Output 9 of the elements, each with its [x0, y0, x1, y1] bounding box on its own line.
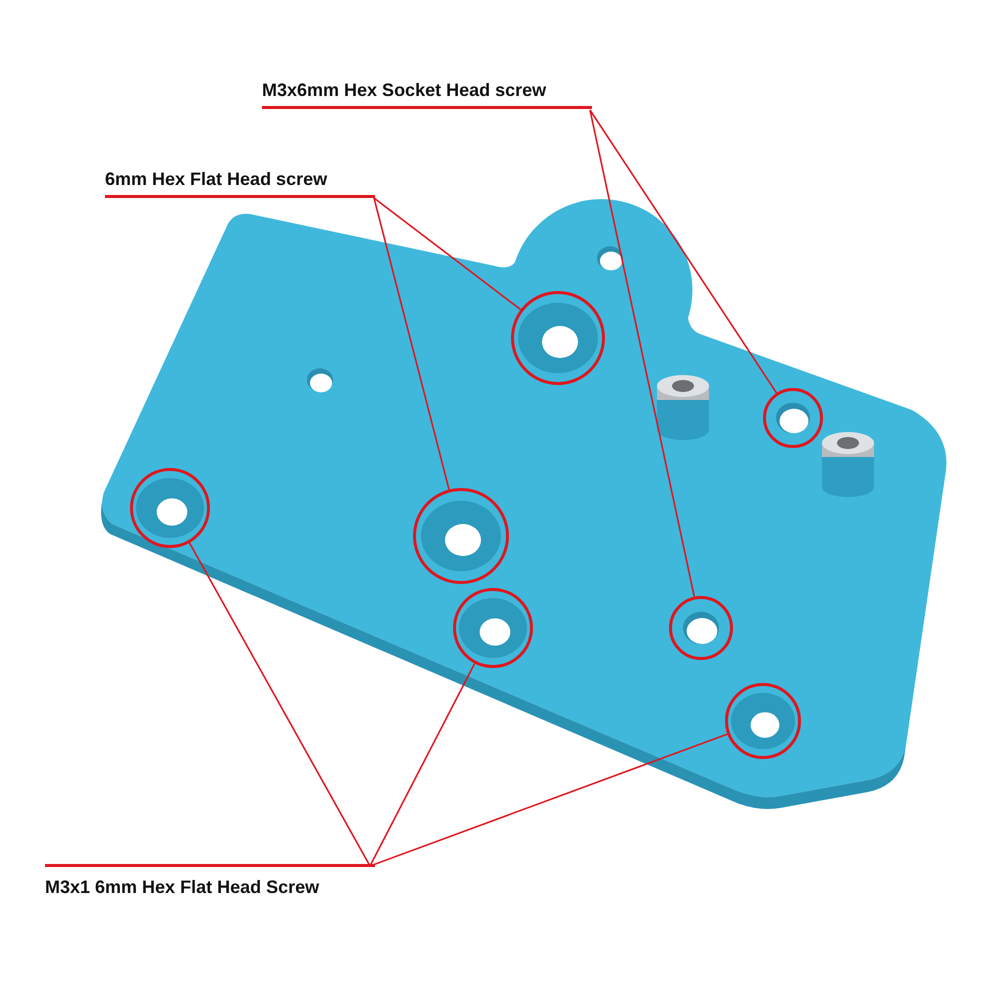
leader-line: [589, 110, 778, 394]
callout-label: 6mm Hex Flat Head screw: [105, 167, 375, 198]
leader-line: [374, 197, 522, 310]
callout-label: M3x1 6mm Hex Flat Head Screw: [45, 864, 375, 899]
leader-line: [369, 663, 476, 866]
leader-line: [188, 542, 371, 866]
leader-line: [589, 110, 696, 597]
callout-label: M3x6mm Hex Socket Head screw: [262, 78, 592, 109]
leader-line: [373, 198, 450, 490]
